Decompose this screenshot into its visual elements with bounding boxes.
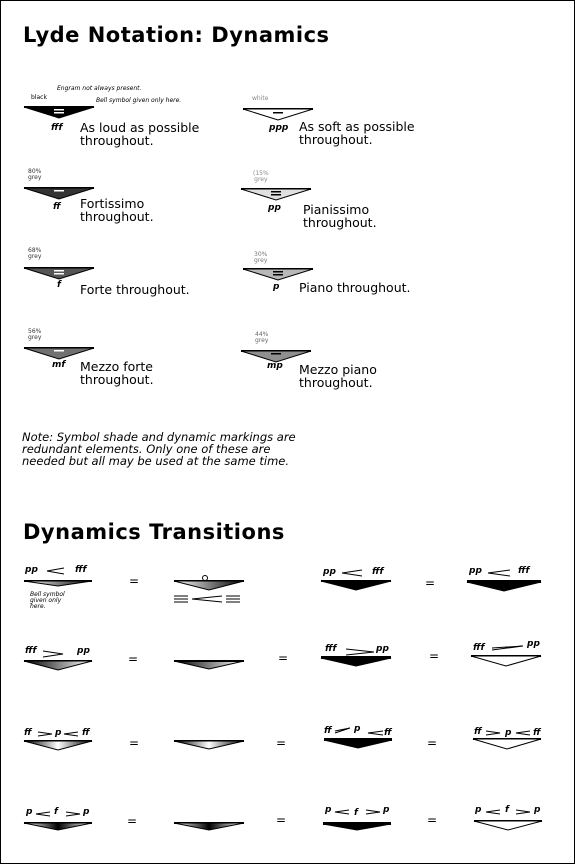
fff-shape bbox=[23, 106, 95, 119]
equals-sign: = bbox=[427, 813, 438, 827]
pp-shade-label: (15% grey bbox=[253, 170, 269, 183]
t12-right-marking: p bbox=[534, 805, 541, 815]
t1-left-marking: pp bbox=[25, 565, 38, 575]
pp-description: Pianissimo throughout. bbox=[303, 202, 377, 230]
annotation-black: black bbox=[31, 94, 47, 101]
t8-mid-marking: p bbox=[354, 724, 361, 734]
annotation-bell-transition: Bell symbol given only here. bbox=[30, 591, 65, 610]
annotation-engram: Engram not always present. bbox=[57, 85, 142, 92]
page-title: Lyde Notation: Dynamics bbox=[23, 23, 330, 47]
p-shape bbox=[242, 268, 314, 281]
t3-left-marking: pp bbox=[469, 566, 482, 576]
t11-mid-marking: f bbox=[354, 808, 358, 818]
f-shape bbox=[23, 267, 95, 280]
mp-shape bbox=[240, 350, 312, 363]
ff-shade-label: 80% grey bbox=[28, 168, 42, 181]
ppp-shade-label: white bbox=[252, 95, 269, 102]
t9-mid-marking: p bbox=[505, 728, 512, 738]
t5-right-marking: pp bbox=[376, 644, 389, 654]
pp-marking: pp bbox=[268, 203, 281, 213]
t10-mid-marking: f bbox=[54, 807, 58, 817]
t2-left-marking: pp bbox=[323, 567, 336, 577]
mf-description: Mezzo forte throughout. bbox=[80, 359, 154, 387]
t5-left-marking: fff bbox=[325, 644, 337, 654]
mp-marking: mp bbox=[267, 361, 283, 371]
t10-right-marking: p bbox=[83, 807, 90, 817]
transition-row-diminuendo bbox=[23, 645, 542, 671]
annotation-bell: Bell symbol given only here. bbox=[96, 97, 182, 104]
transitions-title: Dynamics Transitions bbox=[23, 520, 285, 544]
p-shade-label: 30% grey bbox=[254, 251, 268, 264]
equals-sign: = bbox=[129, 736, 140, 750]
fff-description: As loud as possible throughout. bbox=[80, 120, 200, 148]
transition-row-dip bbox=[23, 727, 542, 751]
t12-mid-marking: f bbox=[505, 805, 509, 815]
shade-note: Note: Symbol shade and dynamic markings … bbox=[22, 430, 296, 468]
t6-right-marking: pp bbox=[527, 639, 540, 649]
t6-left-marking: fff bbox=[473, 643, 485, 653]
ff-marking: ff bbox=[53, 202, 61, 212]
ppp-shape bbox=[242, 108, 314, 121]
mf-shade-label: 56% grey bbox=[28, 328, 42, 341]
t4-right-marking: pp bbox=[77, 646, 90, 656]
equals-sign: = bbox=[127, 814, 138, 828]
equals-sign: = bbox=[427, 736, 438, 750]
t9-right-marking: ff bbox=[533, 728, 541, 738]
t12-left-marking: p bbox=[475, 805, 482, 815]
t10-left-marking: p bbox=[26, 807, 33, 817]
ff-shape bbox=[23, 187, 95, 200]
t11-left-marking: p bbox=[325, 805, 332, 815]
f-marking: f bbox=[57, 280, 61, 290]
equals-sign: = bbox=[276, 813, 287, 827]
p-marking: p bbox=[273, 282, 280, 292]
f-shade-label: 68% grey bbox=[28, 247, 42, 260]
ff-description: Fortissimo throughout. bbox=[80, 196, 154, 224]
t7-mid-marking: p bbox=[55, 728, 62, 738]
transition-row-crescendo bbox=[23, 567, 542, 603]
p-description: Piano throughout. bbox=[299, 280, 411, 295]
ppp-marking: ppp bbox=[269, 123, 289, 133]
t8-right-marking: ff bbox=[384, 728, 392, 738]
equals-sign: = bbox=[429, 649, 440, 663]
mp-shade-label: 44% grey bbox=[255, 331, 269, 344]
transitions-diagram bbox=[23, 567, 543, 831]
equals-sign: = bbox=[425, 576, 436, 590]
t7-left-marking: ff bbox=[24, 728, 32, 738]
equals-sign: = bbox=[129, 574, 140, 588]
equals-sign: = bbox=[276, 736, 287, 750]
mf-shape bbox=[23, 347, 95, 360]
t1-right-marking: fff bbox=[75, 565, 87, 575]
t8-left-marking: ff bbox=[324, 726, 332, 736]
fff-marking: fff bbox=[51, 123, 63, 133]
equals-sign: = bbox=[128, 652, 139, 666]
mp-description: Mezzo piano throughout. bbox=[299, 362, 377, 390]
t11-right-marking: p bbox=[383, 805, 390, 815]
t3-right-marking: fff bbox=[518, 566, 530, 576]
f-description: Forte throughout. bbox=[80, 282, 190, 297]
pp-shape bbox=[240, 188, 312, 201]
mf-marking: mf bbox=[52, 360, 66, 370]
t4-left-marking: fff bbox=[25, 646, 37, 656]
transition-row-swell bbox=[23, 809, 543, 831]
equals-sign: = bbox=[278, 651, 289, 665]
t2-right-marking: fff bbox=[372, 567, 384, 577]
t7-right-marking: ff bbox=[82, 728, 90, 738]
t9-left-marking: ff bbox=[474, 727, 482, 737]
ppp-description: As soft as possible throughout. bbox=[299, 119, 415, 147]
